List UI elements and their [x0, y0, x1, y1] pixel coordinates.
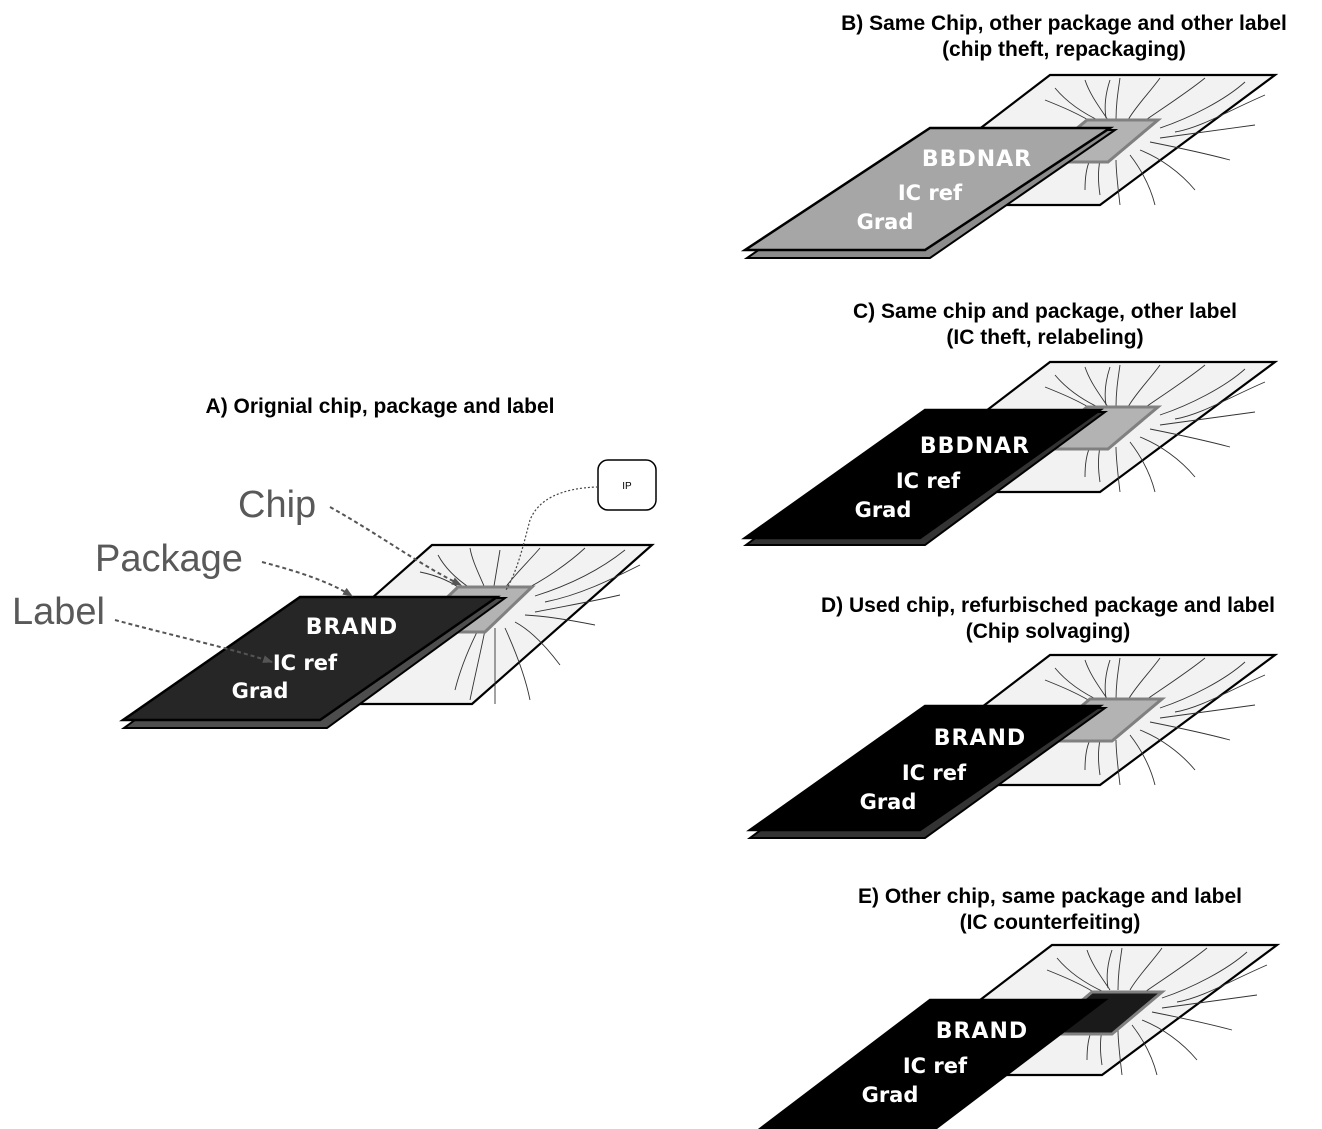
- panel-a-grade-text: Grad: [232, 679, 289, 703]
- ip-box: [597, 459, 657, 511]
- panel-a: A) Orignial chip, package and label BRAN…: [12, 395, 657, 729]
- package-callout-arrow: [261, 561, 353, 597]
- panel-d-title-line2: (Chip solvaging): [966, 620, 1131, 643]
- panel-d-title-line1: D) Used chip, refurbisched package and l…: [821, 594, 1275, 617]
- label-callout-arrow: [114, 619, 273, 663]
- panel-d-ic-ref-text: IC ref: [902, 761, 967, 785]
- chip-callout-arrow: [329, 506, 462, 586]
- panel-a-brand-text: BRAND: [306, 615, 398, 640]
- panel-a-title: A) Orignial chip, package and label: [206, 395, 555, 418]
- panel-e-title-line1: E) Other chip, same package and label: [858, 885, 1242, 908]
- panel-e: E) Other chip, same package and label (I…: [757, 885, 1281, 1129]
- package-callout: Package: [95, 538, 243, 580]
- panel-a-ic-ref-text: IC ref: [273, 651, 338, 675]
- panel-b-brand-text: BBDNAR: [922, 147, 1032, 172]
- panel-c-package: [741, 408, 1104, 540]
- panel-c-grade-text: Grad: [855, 498, 912, 522]
- chip-callout: Chip: [238, 484, 316, 526]
- panel-b-package: [740, 126, 1115, 252]
- panel-b: B) Same Chip, other package and other la…: [740, 12, 1287, 259]
- panel-d-grade-text: Grad: [860, 790, 917, 814]
- panel-d-package: [746, 704, 1105, 832]
- panel-b-title-line1: B) Same Chip, other package and other la…: [841, 12, 1287, 35]
- panel-b-ic-ref-text: IC ref: [898, 181, 963, 205]
- panel-d-brand-text: BRAND: [934, 726, 1026, 751]
- panel-c: C) Same chip and package, other label (I…: [741, 300, 1279, 546]
- ip-link: [505, 486, 599, 591]
- panel-e-title-line2: (IC counterfeiting): [960, 911, 1141, 934]
- panel-b-grade-text: Grad: [857, 210, 914, 234]
- label-callout: Label: [12, 591, 105, 633]
- panel-e-grade-text: Grad: [862, 1083, 919, 1107]
- panel-a-package: [119, 595, 501, 722]
- panel-c-brand-text: BBDNAR: [920, 434, 1030, 459]
- panel-c-ic-ref-text: IC ref: [896, 469, 961, 493]
- panel-c-title-line1: C) Same chip and package, other label: [853, 300, 1237, 323]
- panel-c-title-line2: (IC theft, relabeling): [946, 326, 1143, 349]
- panel-b-title-line2: (chip theft, repackaging): [942, 38, 1186, 61]
- ip-label: IP: [622, 481, 632, 492]
- panel-e-package: [757, 998, 1109, 1129]
- panel-e-ic-ref-text: IC ref: [903, 1054, 968, 1078]
- panel-d: D) Used chip, refurbisched package and l…: [746, 594, 1279, 839]
- panel-e-brand-text: BRAND: [936, 1019, 1028, 1044]
